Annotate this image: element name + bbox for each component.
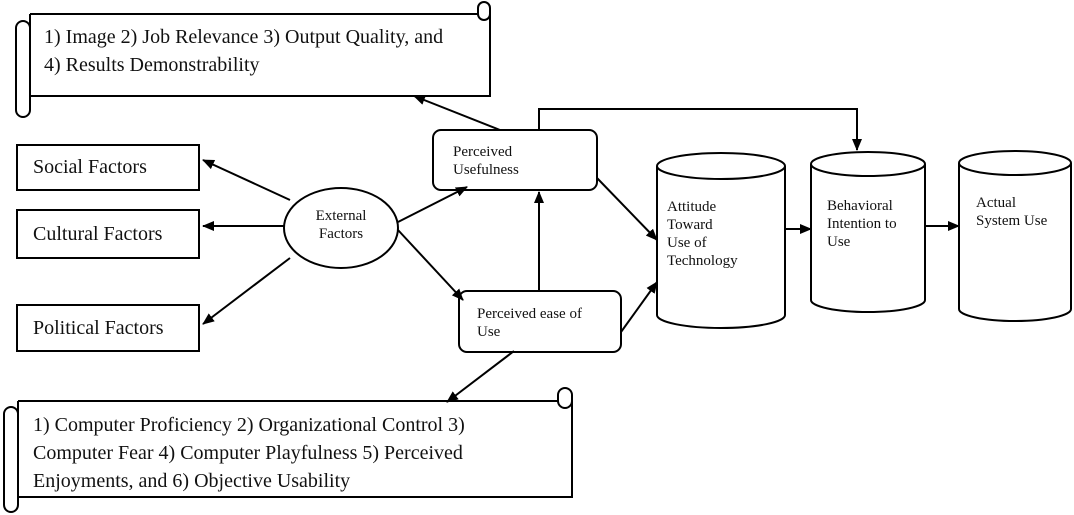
attitude-cylinder <box>656 152 786 329</box>
scroll-top-line-1: 1) Image 2) Job Relevance 3) Output Qual… <box>44 26 444 48</box>
political-factors-label: Political Factors <box>33 317 164 339</box>
pu-line-2: Usefulness <box>453 162 519 178</box>
arrow-to-political <box>202 257 291 325</box>
scroll-top-shape <box>15 1 491 118</box>
attitude-line-3: Use of <box>667 235 707 251</box>
arrow-to-social <box>202 159 291 201</box>
social-factors-label: Social Factors <box>33 156 147 178</box>
perceived-usefulness-label: Perceived Usefulness <box>453 143 519 179</box>
intention-line-1: Behavioral <box>827 198 893 214</box>
attitude-label: Attitude Toward Use of Technology <box>667 198 738 270</box>
scroll-bottom-line-1: 1) Computer Proficiency 2) Organizationa… <box>33 414 465 436</box>
scroll-top-line-2: 4) Results Demonstrability <box>44 54 260 76</box>
actual-line-2: System Use <box>976 213 1048 229</box>
arrow-pu-to-top-scroll <box>413 95 501 131</box>
attitude-line-1: Attitude <box>667 199 717 215</box>
actual-line-1: Actual <box>976 195 1016 211</box>
attitude-line-2: Toward <box>667 217 713 233</box>
intention-cylinder <box>810 151 926 313</box>
scroll-bottom-line-2: Computer Fear 4) Computer Playfulness 5)… <box>33 442 463 464</box>
intention-line-3: Use <box>827 234 851 250</box>
arrow-external-to-peou <box>397 229 464 301</box>
peou-line-2: Use <box>477 324 501 340</box>
external-factors-ellipse <box>283 187 399 269</box>
intention-label: Behavioral Intention to Use <box>827 197 897 251</box>
perceived-usefulness-box <box>432 129 598 191</box>
arrow-peou-to-attitude <box>620 281 658 333</box>
arrow-pu-to-intention <box>538 108 862 151</box>
external-line-2: Factors <box>318 226 364 242</box>
arrow-external-to-pu <box>397 186 468 223</box>
pu-line-1: Perceived <box>453 144 513 160</box>
political-factors-box <box>16 304 200 352</box>
cultural-factors-box <box>16 209 200 259</box>
actual-use-label: Actual System Use <box>976 194 1047 230</box>
intention-line-2: Intention to <box>827 216 897 232</box>
social-factors-box <box>16 144 200 191</box>
arrow-peou-to-bottom-scroll <box>446 350 515 403</box>
arrow-pu-to-attitude <box>596 177 658 241</box>
scroll-bottom-shape <box>3 387 573 513</box>
actual-use-cylinder <box>958 150 1072 322</box>
perceived-ease-label: Perceived ease of Use <box>477 305 582 341</box>
external-line-1: External <box>315 208 367 224</box>
external-factors-label: External Factors <box>284 207 398 243</box>
scroll-bottom-line-3: Enjoyments, and 6) Objective Usability <box>33 470 351 492</box>
attitude-line-4: Technology <box>667 253 738 269</box>
cultural-factors-label: Cultural Factors <box>33 223 163 245</box>
peou-line-1: Perceived ease of <box>477 306 582 322</box>
